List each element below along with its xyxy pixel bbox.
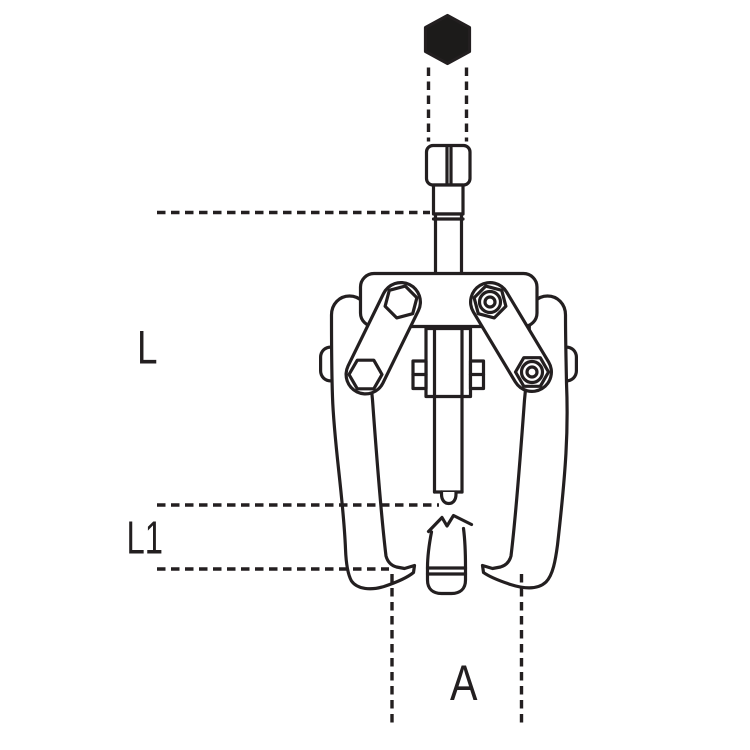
spindle-upper-shaft <box>431 183 465 216</box>
break-symbol-zigzag <box>426 513 474 534</box>
spindle-sleeve <box>424 326 473 399</box>
dim-label-L: L <box>137 321 158 374</box>
spindle-tip <box>439 490 458 506</box>
right-top-nut-pin <box>483 295 497 309</box>
spindle-upper-shaft-threaded <box>433 212 464 279</box>
right-bottom-nut-pin <box>525 365 539 379</box>
dim-label-A: A <box>450 655 478 711</box>
pulled-shaft-stub <box>425 526 468 596</box>
dim-label-L1: L1 <box>127 512 164 564</box>
left-bottom-bolt-hex <box>347 358 384 391</box>
hex-drive-head-icon <box>423 13 472 66</box>
left-top-bolt-hex <box>383 284 419 320</box>
